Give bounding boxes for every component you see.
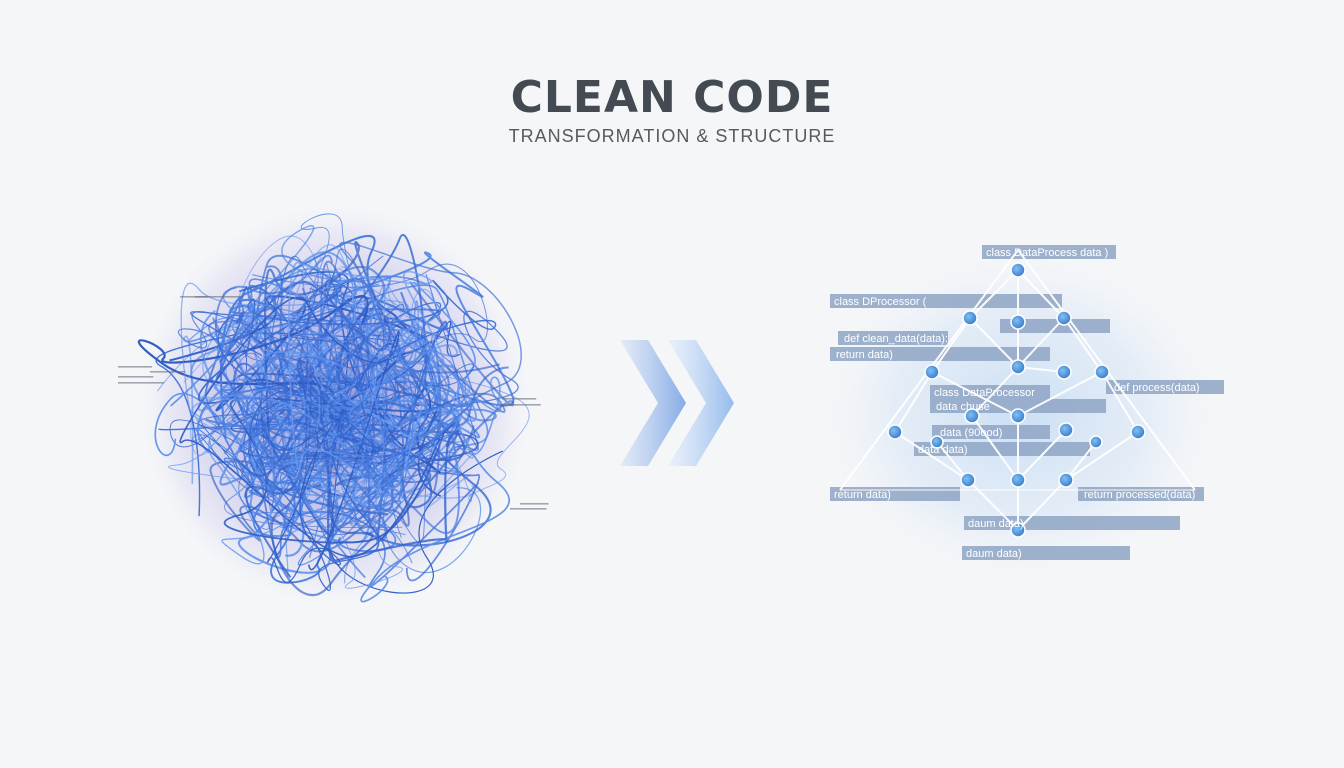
code-bars bbox=[830, 245, 1224, 560]
code-label: class DataProcess data ) bbox=[986, 247, 1108, 259]
circle-node-icon bbox=[1056, 364, 1072, 380]
circle-node-icon bbox=[1010, 262, 1026, 278]
tangle-line bbox=[183, 303, 369, 456]
code-fragment-mark bbox=[195, 296, 244, 298]
tangle-line bbox=[198, 271, 369, 404]
circle-node-icon bbox=[930, 435, 944, 449]
tangle-line bbox=[219, 234, 478, 511]
circle-node-icon bbox=[1010, 522, 1026, 538]
tangle-line bbox=[191, 351, 357, 450]
tangle-line bbox=[205, 373, 428, 481]
tangle-line bbox=[251, 386, 316, 476]
circle-node-icon bbox=[1089, 435, 1103, 449]
code-fragment-mark bbox=[118, 382, 165, 384]
code-fragment-mark bbox=[118, 366, 152, 368]
tangle-line bbox=[297, 357, 506, 456]
code-label: return data) bbox=[836, 349, 893, 361]
circle-node-icon bbox=[1010, 314, 1026, 330]
code-fragment-mark bbox=[510, 508, 547, 510]
circle-node-icon bbox=[1130, 424, 1146, 440]
tangle-lines bbox=[137, 213, 530, 603]
tangle-line bbox=[225, 235, 331, 491]
circle-node-icon bbox=[1058, 472, 1074, 488]
tangle-line bbox=[190, 278, 442, 356]
page-title: CLEAN CODE bbox=[510, 72, 834, 123]
code-fragment-mark bbox=[180, 296, 209, 298]
code-fragment-mark bbox=[118, 376, 154, 378]
tangle-line bbox=[251, 257, 488, 388]
tangle-code-fragments bbox=[118, 296, 549, 510]
tangle-line bbox=[288, 244, 413, 459]
code-label: def process(data) bbox=[1114, 382, 1200, 394]
code-labels: class DataProcess data ) class DProcesso… bbox=[834, 247, 1200, 560]
structured-code-graphic: class DataProcess data ) class DProcesso… bbox=[805, 240, 1235, 590]
code-fragment-mark bbox=[520, 503, 549, 505]
code-label: class DataProcessor bbox=[934, 387, 1035, 399]
page-subtitle: TRANSFORMATION & STRUCTURE bbox=[508, 126, 836, 146]
tangle-line bbox=[261, 341, 509, 441]
header: CLEAN CODE TRANSFORMATION & STRUCTURE bbox=[0, 72, 1344, 147]
circle-node-icon bbox=[1010, 359, 1026, 375]
circle-node-icon bbox=[1056, 310, 1072, 326]
code-label: daum data) bbox=[968, 518, 1024, 530]
tangle-line bbox=[208, 340, 324, 565]
code-label: return processed(data) bbox=[1084, 489, 1195, 501]
circle-node-icon bbox=[964, 408, 980, 424]
tangled-code-graphic bbox=[118, 200, 549, 610]
tangle-line bbox=[249, 386, 380, 591]
code-label: data data) bbox=[918, 444, 968, 456]
circle-node-icon bbox=[924, 364, 940, 380]
code-fragment-mark bbox=[500, 404, 541, 406]
double-chevron-right-icon bbox=[620, 340, 734, 466]
code-label: def clean_data(data): bbox=[844, 333, 948, 345]
tangle-line bbox=[241, 351, 471, 506]
code-label: daum data) bbox=[966, 548, 1022, 560]
circle-node-icon bbox=[1094, 364, 1110, 380]
tangle-line bbox=[288, 261, 445, 494]
circle-node-icon bbox=[960, 472, 976, 488]
tree-nodes bbox=[887, 262, 1146, 538]
code-fragment-mark bbox=[150, 371, 186, 373]
tangle-line bbox=[348, 333, 502, 456]
tangle-line bbox=[359, 337, 477, 495]
tangle-line bbox=[284, 404, 460, 534]
circle-node-icon bbox=[1010, 408, 1026, 424]
tangle-line bbox=[226, 361, 394, 584]
circle-node-icon bbox=[962, 310, 978, 326]
circle-node-icon bbox=[887, 424, 903, 440]
circle-node-icon bbox=[1010, 472, 1026, 488]
code-label: data (90ood) bbox=[940, 427, 1002, 439]
code-label: return data) bbox=[834, 489, 891, 501]
code-fragment-mark bbox=[502, 398, 537, 400]
circle-node-icon bbox=[1058, 422, 1074, 438]
code-label: data chuse bbox=[936, 401, 990, 413]
code-label: class DProcessor ( bbox=[834, 296, 927, 308]
tangle-line bbox=[197, 316, 459, 441]
